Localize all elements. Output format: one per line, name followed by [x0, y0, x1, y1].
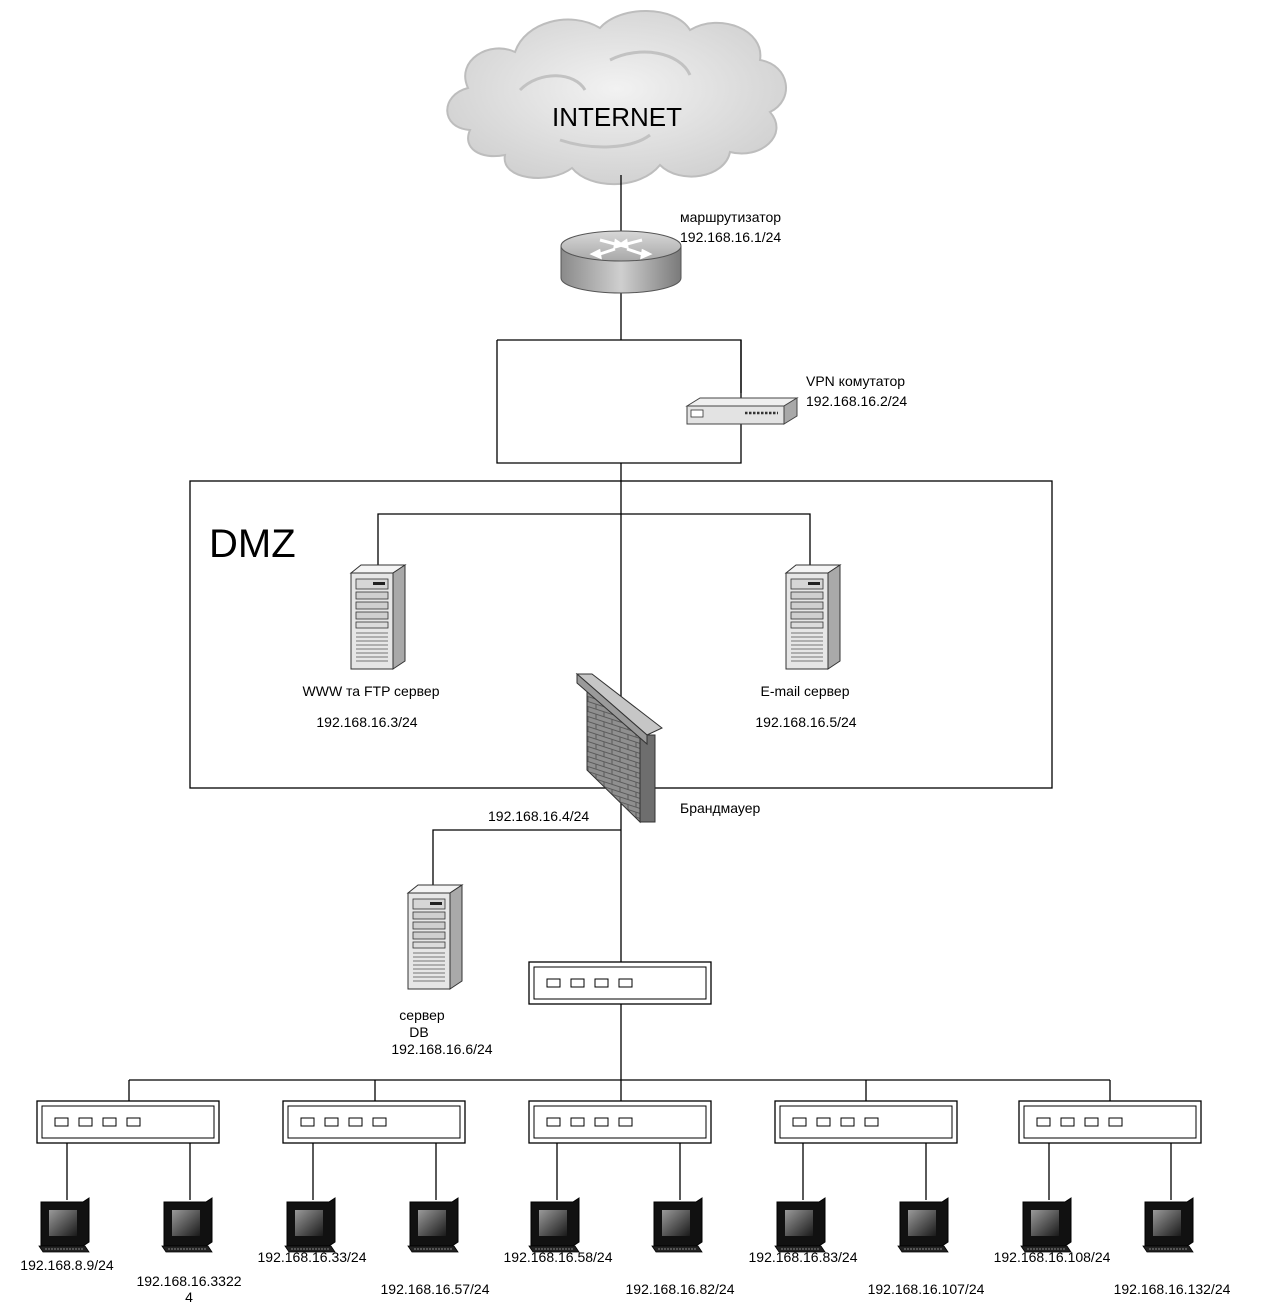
workstation-1-icon [38, 1197, 90, 1253]
workstation-10-icon [1142, 1197, 1194, 1253]
internet-cloud [446, 10, 787, 186]
workstation-9-icon [1020, 1197, 1072, 1253]
db-server-name-line2: DB [409, 1024, 428, 1040]
access-switch-1-icon [36, 1100, 220, 1144]
router-ip: 192.168.16.1/24 [680, 229, 781, 245]
www-server-name: WWW та FTP сервер [303, 683, 440, 699]
firewall-ip: 192.168.16.4/24 [488, 808, 589, 824]
email-server-ip: 192.168.16.5/24 [755, 714, 856, 730]
workstation-9-ip: 192.168.16.108/24 [994, 1249, 1111, 1265]
db-server-name-line1: сервер [399, 1007, 445, 1023]
workstation-1-ip: 192.168.8.9/24 [20, 1257, 114, 1273]
workstation-2-ip: 192.168.16.3322 [136, 1273, 241, 1289]
workstation-8-icon [897, 1197, 949, 1253]
www-server-icon [350, 564, 406, 670]
perimeter-segment [496, 339, 742, 464]
dmz-label: DMZ [209, 522, 296, 566]
access-switch-2-icon [282, 1100, 466, 1144]
db-server-ip: 192.168.16.6/24 [391, 1041, 492, 1057]
workstation-4-icon [407, 1197, 459, 1253]
link-db-server [432, 829, 621, 888]
workstation-3-icon [284, 1197, 336, 1253]
workstation-links [66, 1143, 1172, 1200]
workstation-2-ip-cont: 4 [185, 1289, 193, 1305]
workstation-8-ip: 192.168.16.107/24 [868, 1281, 985, 1297]
email-server-name: E-mail сервер [761, 683, 850, 699]
workstation-4-ip: 192.168.16.57/24 [381, 1281, 490, 1297]
access-switch-4-icon [774, 1100, 958, 1144]
access-switch-3-icon [528, 1100, 712, 1144]
vpn-switch-icon [685, 397, 799, 425]
db-server-icon [407, 884, 463, 990]
access-switch-5-icon [1018, 1100, 1202, 1144]
dmz-server-bus [377, 513, 811, 570]
www-server-ip: 192.168.16.3/24 [316, 714, 417, 730]
workstation-3-ip: 192.168.16.33/24 [258, 1249, 367, 1265]
workstation-7-ip: 192.168.16.83/24 [749, 1249, 858, 1265]
router-name: маршрутизатор [680, 209, 781, 225]
vpn-switch-ip: 192.168.16.2/24 [806, 393, 907, 409]
core-switch-icon [528, 961, 712, 1005]
workstation-5-icon [528, 1197, 580, 1253]
workstation-5-ip: 192.168.16.58/24 [504, 1249, 613, 1265]
internet-label: INTERNET [552, 102, 682, 132]
router-icon [560, 230, 682, 294]
firewall-name: Брандмауер [680, 800, 761, 816]
firewall-icon [575, 672, 663, 824]
vpn-switch-name: VPN комутатор [806, 373, 905, 389]
email-server-icon [785, 564, 841, 670]
workstation-6-ip: 192.168.16.82/24 [626, 1281, 735, 1297]
workstation-10-ip: 192.168.16.132/24 [1114, 1281, 1231, 1297]
workstation-7-icon [774, 1197, 826, 1253]
workstation-2-icon [161, 1197, 213, 1253]
workstation-6-icon [651, 1197, 703, 1253]
